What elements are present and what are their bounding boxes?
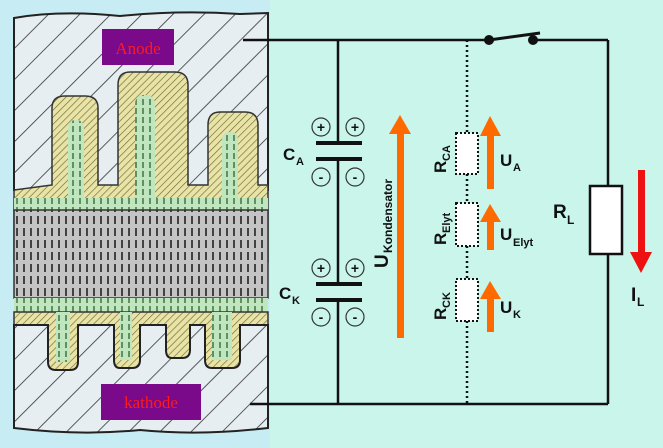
switch[interactable]: [484, 31, 541, 45]
electrolyte-finger: [212, 312, 232, 360]
resistor-rca: R CA U A: [431, 116, 521, 189]
svg-text:Elyt: Elyt: [441, 212, 453, 233]
capacitor-ck: + + - - C K: [279, 258, 365, 327]
load-current-arrow: I L: [630, 170, 652, 309]
capacitor-ca: + + - - C A: [283, 117, 365, 187]
charge-minus: -: [353, 169, 358, 185]
svg-text:R: R: [431, 233, 450, 245]
capacitor-ck-label: C: [279, 284, 291, 303]
svg-text:U: U: [372, 254, 393, 268]
svg-text:CK: CK: [441, 292, 453, 308]
resistor-rck: R CK U K: [431, 278, 521, 332]
charge-plus: +: [317, 119, 325, 135]
svg-text:K: K: [513, 309, 521, 321]
load-resistor: R L: [553, 184, 624, 256]
anode-tag: Anode: [102, 29, 174, 65]
svg-text:Kondensator: Kondensator: [381, 179, 395, 253]
svg-text:A: A: [513, 162, 521, 174]
voltage-uelyt-label: U: [500, 225, 512, 244]
cross-section: Anode kathode: [13, 11, 269, 434]
svg-text:L: L: [567, 213, 574, 227]
electrolyte-layer: [14, 298, 268, 312]
voltage-ua-label: U: [500, 151, 512, 170]
svg-text:L: L: [637, 295, 644, 309]
electrolyte-layer: [14, 198, 268, 210]
load-resistor-label: R: [553, 202, 567, 223]
separator-paper: [13, 209, 269, 299]
circuit-wires: [243, 38, 610, 406]
load-current-label: I: [631, 285, 636, 306]
charge-plus: +: [351, 119, 359, 135]
charge-minus: -: [319, 309, 324, 325]
charge-minus: -: [353, 309, 358, 325]
voltage-arrow-ua: [487, 132, 494, 189]
voltage-arrow-uk: [487, 296, 494, 332]
cathode-electrode: [13, 324, 269, 434]
svg-text:CA: CA: [441, 145, 453, 161]
voltage-arrow-uelyt: [487, 220, 494, 250]
charge-plus: +: [317, 260, 325, 276]
charge-minus: -: [319, 169, 324, 185]
electrolyte-finger: [120, 312, 132, 360]
resistor-relyt: R Elyt U Elyt: [431, 202, 534, 250]
kathode-label: kathode: [124, 393, 178, 412]
capacitor-ca-subscript: A: [296, 156, 304, 168]
svg-text:R: R: [431, 308, 450, 320]
anode-label: Anode: [115, 39, 160, 58]
charge-plus: +: [351, 260, 359, 276]
capacitor-ck-subscript: K: [292, 295, 300, 307]
svg-text:R: R: [431, 161, 450, 173]
voltage-uk-label: U: [500, 298, 512, 317]
svg-text:Elyt: Elyt: [513, 237, 534, 249]
kathode-tag: kathode: [101, 384, 201, 420]
capacitor-ca-label: C: [283, 145, 295, 164]
electrolyte-finger: [56, 312, 70, 362]
capacitor-voltage-arrow: [389, 115, 411, 338]
capacitor-voltage-label: U Kondensator: [372, 179, 395, 268]
